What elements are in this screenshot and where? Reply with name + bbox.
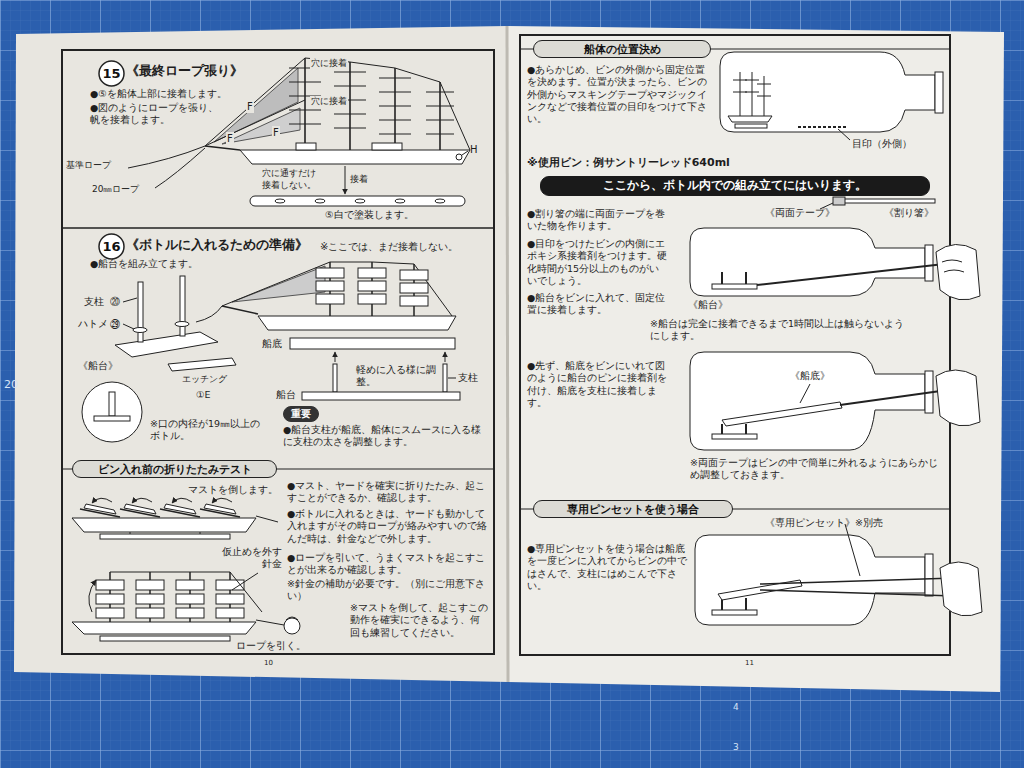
note-text: ※口の内径が19㎜以上のボトル。 bbox=[150, 418, 262, 443]
important-tag: 重要 bbox=[283, 406, 319, 422]
part-name: 支柱 bbox=[458, 372, 478, 384]
note-text: ※船台は完全に接着できるまで1時間以上は触らないようにします。 bbox=[650, 318, 912, 343]
note-text: ※ここでは、まだ接着しない。 bbox=[320, 240, 458, 253]
instruction-text: ●マスト、ヤードを確実に折りたたみ、起こすことができるか、確認します。 bbox=[287, 480, 487, 505]
step-number: 16 bbox=[98, 233, 125, 260]
callout-letter: F bbox=[246, 100, 254, 113]
callout-letter: H bbox=[470, 143, 478, 156]
mat-scale-number: 3 bbox=[733, 742, 739, 754]
instruction-text: ●割り箸の端に両面テープを巻いた物を作ります。 bbox=[527, 208, 667, 233]
node-text: 15 bbox=[102, 66, 120, 82]
page-number: 10 bbox=[264, 659, 273, 668]
callout-label: 針金 bbox=[262, 558, 282, 570]
part-name: エッチング bbox=[182, 374, 227, 386]
bottle-drawing bbox=[690, 52, 982, 625]
step-heading: 《ボトルに入れるための準備》 bbox=[126, 237, 308, 254]
note-text: ※両面テープはビンの中で簡単に外れるようにあらかじめ調整しておきます。 bbox=[690, 457, 940, 482]
ship-rigging-drawing bbox=[128, 58, 470, 206]
callout-letter: F bbox=[272, 126, 280, 139]
callout-label: 目印（外側） bbox=[852, 138, 912, 150]
instruction-text: ●ボトルに入れるときは、ヤードも動かして入れますがその時ロープが絡みやすいので絡… bbox=[287, 508, 487, 545]
part-number: ⑳ bbox=[110, 295, 120, 308]
page-number: 11 bbox=[745, 659, 754, 668]
callout-label: ⑤白で塗装します。 bbox=[325, 209, 414, 221]
node-text: 専用ピンセットを使う場合 bbox=[567, 503, 699, 516]
instruction-text: ●船台支柱が船底、船体にスムースに入る様に支柱の太さを調整します。 bbox=[283, 424, 488, 449]
callout-label: 基準ロープ bbox=[66, 160, 111, 172]
part-name: ハトメ bbox=[78, 318, 108, 330]
node-text: 重要 bbox=[291, 408, 311, 419]
callout-label: 仮止めを外す bbox=[222, 546, 282, 558]
part-name: 船底 bbox=[262, 338, 282, 350]
ship-stand-drawing bbox=[82, 262, 460, 442]
note-text: ※マストを倒して、起こすこの動作を確実にできるよう、何回も練習してください。 bbox=[350, 602, 488, 639]
instruction-text: ●先ず、船底をビンにいれて図のように船台のピンに接着剤を付け、船底を支柱に接着し… bbox=[527, 360, 667, 409]
booklet-pages bbox=[14, 26, 1004, 692]
section-band: ビン入れ前の折りたたみテスト bbox=[72, 460, 277, 478]
part-name: 支柱 bbox=[84, 296, 104, 308]
callout-label: 穴に接着 bbox=[310, 96, 348, 108]
instruction-text: ●専用ピンセットを使う場合は船底を一度ビンに入れてからビンの中ではさんで、支柱に… bbox=[527, 543, 692, 592]
part-name: 《船底》 bbox=[790, 370, 830, 382]
node-text: 16 bbox=[102, 239, 120, 255]
part-name: 船台 bbox=[276, 389, 296, 401]
note-text: ※使用ビン：例サントリーレッド640ml bbox=[527, 156, 730, 170]
part-number: ㉙ bbox=[110, 318, 120, 331]
instruction-text: ●あらかじめ、ビンの外側から固定位置を決めます。位置が決まったら、ビンの外側から… bbox=[527, 64, 709, 126]
callout-label: マストを倒します。 bbox=[188, 484, 278, 496]
mat-scale-number: 20 bbox=[4, 378, 18, 392]
instruction-text: ●図のようにロープを張り、帆を接着します。 bbox=[90, 102, 220, 127]
instruction-text: ●目印をつけたビンの内側にエポキシ系接着剤をつけます。硬化時間が15分以上のもの… bbox=[527, 238, 667, 287]
step-number: 15 bbox=[98, 60, 125, 87]
part-name: 《船台》 bbox=[78, 360, 118, 372]
instruction-text: ●船台を組み立てます。 bbox=[90, 258, 198, 270]
step-heading: 《最終ロープ張り》 bbox=[126, 63, 243, 80]
section-band: 専用ピンセットを使う場合 bbox=[533, 500, 733, 518]
section-banner: ここから、ボトル内での組み立てにはいります。 bbox=[540, 176, 930, 196]
callout-letter: F bbox=[226, 132, 234, 145]
callout-label: ロープを引く。 bbox=[236, 640, 306, 652]
callout-label: 20㎜ロープ bbox=[92, 184, 139, 196]
callout-label: 軽めに入る様に調整。 bbox=[356, 364, 436, 389]
callout-label: 穴に通すだけ接着しない。 bbox=[262, 168, 324, 191]
fold-test-drawing bbox=[72, 498, 300, 641]
part-name: 《割り箸》 bbox=[884, 207, 934, 219]
node-text: 船体の位置決め bbox=[584, 43, 661, 56]
mat-scale-number: 4 bbox=[733, 702, 739, 714]
callout-label: 穴に接着 bbox=[310, 58, 348, 70]
node-text: ここから、ボトル内での組み立てにはいります。 bbox=[603, 179, 867, 193]
part-name: 《船台》 bbox=[688, 299, 728, 311]
part-number: ①E bbox=[196, 389, 211, 401]
callout-label: 接着 bbox=[350, 174, 368, 186]
instruction-text: ●ロープを引いて、うまくマストを起こすことが出来るか確認します。 bbox=[287, 552, 487, 577]
part-name: 《両面テープ》 bbox=[765, 207, 835, 219]
note-text: ※針金の補助が必要です。（別にご用意下さい） bbox=[287, 578, 492, 603]
node-text: ビン入れ前の折りたたみテスト bbox=[98, 463, 252, 476]
section-band: 船体の位置決め bbox=[533, 40, 711, 58]
instruction-text: ●⑤を船体上部に接着します。 bbox=[90, 88, 227, 100]
part-name: 《専用ピンセット》※別売 bbox=[765, 517, 883, 529]
instruction-text: ●船台をビンに入れて、固定位置に接着します。 bbox=[527, 292, 667, 317]
